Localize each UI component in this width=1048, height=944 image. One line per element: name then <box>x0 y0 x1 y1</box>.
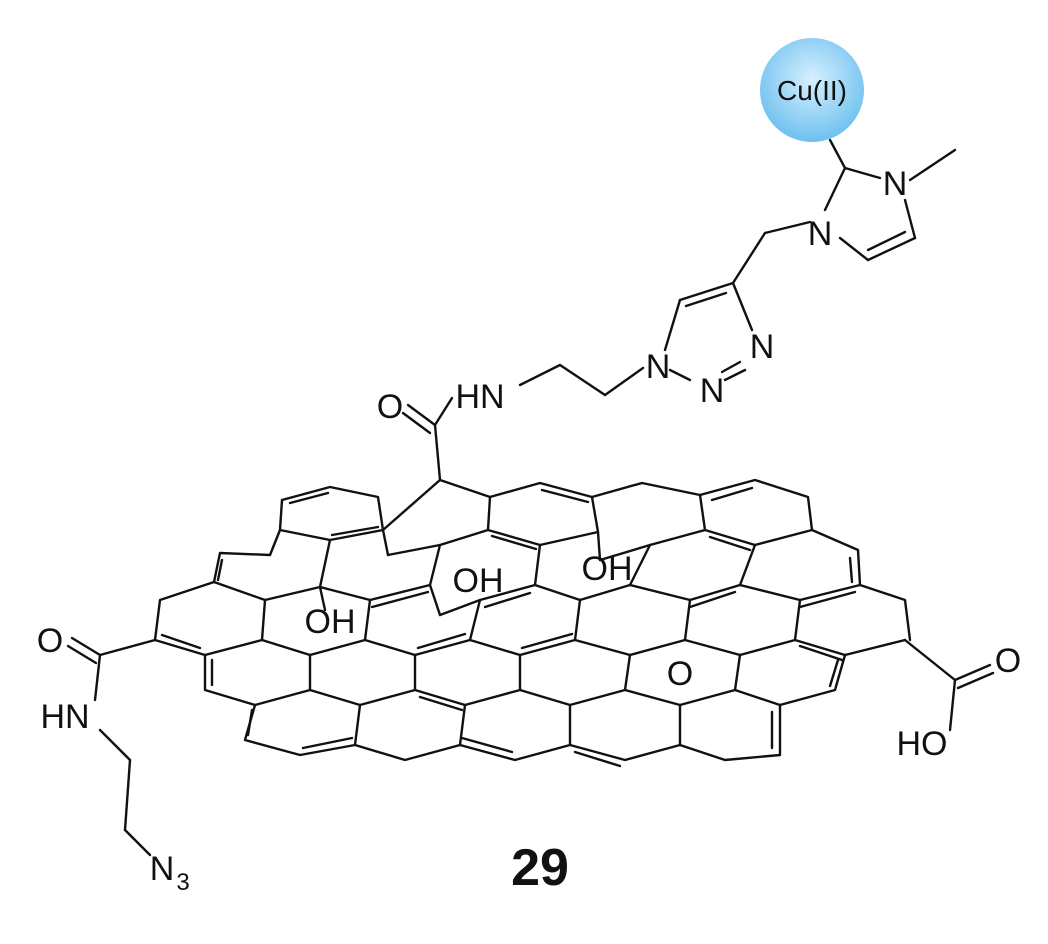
atom-oh-1: OH <box>453 562 504 600</box>
atom-n1-triazole: N <box>646 348 671 386</box>
copper-sphere <box>760 38 864 142</box>
acid-bonds <box>903 638 995 732</box>
imidazole-ring-bonds <box>731 138 957 285</box>
copper-center: Cu(II) <box>760 38 864 142</box>
atom-o-top-amide: O <box>377 388 403 426</box>
atom-o-epoxide: O <box>667 655 693 693</box>
atom-n2-triazole: N <box>700 372 725 410</box>
atom-o-acid: O <box>995 642 1021 680</box>
atom-oh-2: OH <box>582 550 633 588</box>
atom-azide-n: N <box>150 850 175 888</box>
atom-oh-3: OH <box>305 603 356 641</box>
atom-n-methyl: N <box>883 165 908 203</box>
atom-n3-triazole: N <box>750 328 775 366</box>
left-amide-bonds <box>66 636 157 857</box>
atom-hn-top-amide: HN <box>455 378 504 416</box>
atom-o-left-amide: O <box>37 622 63 660</box>
atom-hn-left-amide: HN <box>40 698 89 736</box>
top-linker-bonds <box>401 363 645 482</box>
graphene-sheet-bonds <box>153 478 912 768</box>
atom-ho-acid: HO <box>897 725 948 763</box>
atom-azide-subscript: 3 <box>176 869 189 896</box>
compound-number: 29 <box>511 839 569 897</box>
atom-n-imidazole: N <box>808 215 833 253</box>
copper-label: Cu(II) <box>777 75 847 106</box>
triazole-ring-bonds <box>663 281 754 382</box>
